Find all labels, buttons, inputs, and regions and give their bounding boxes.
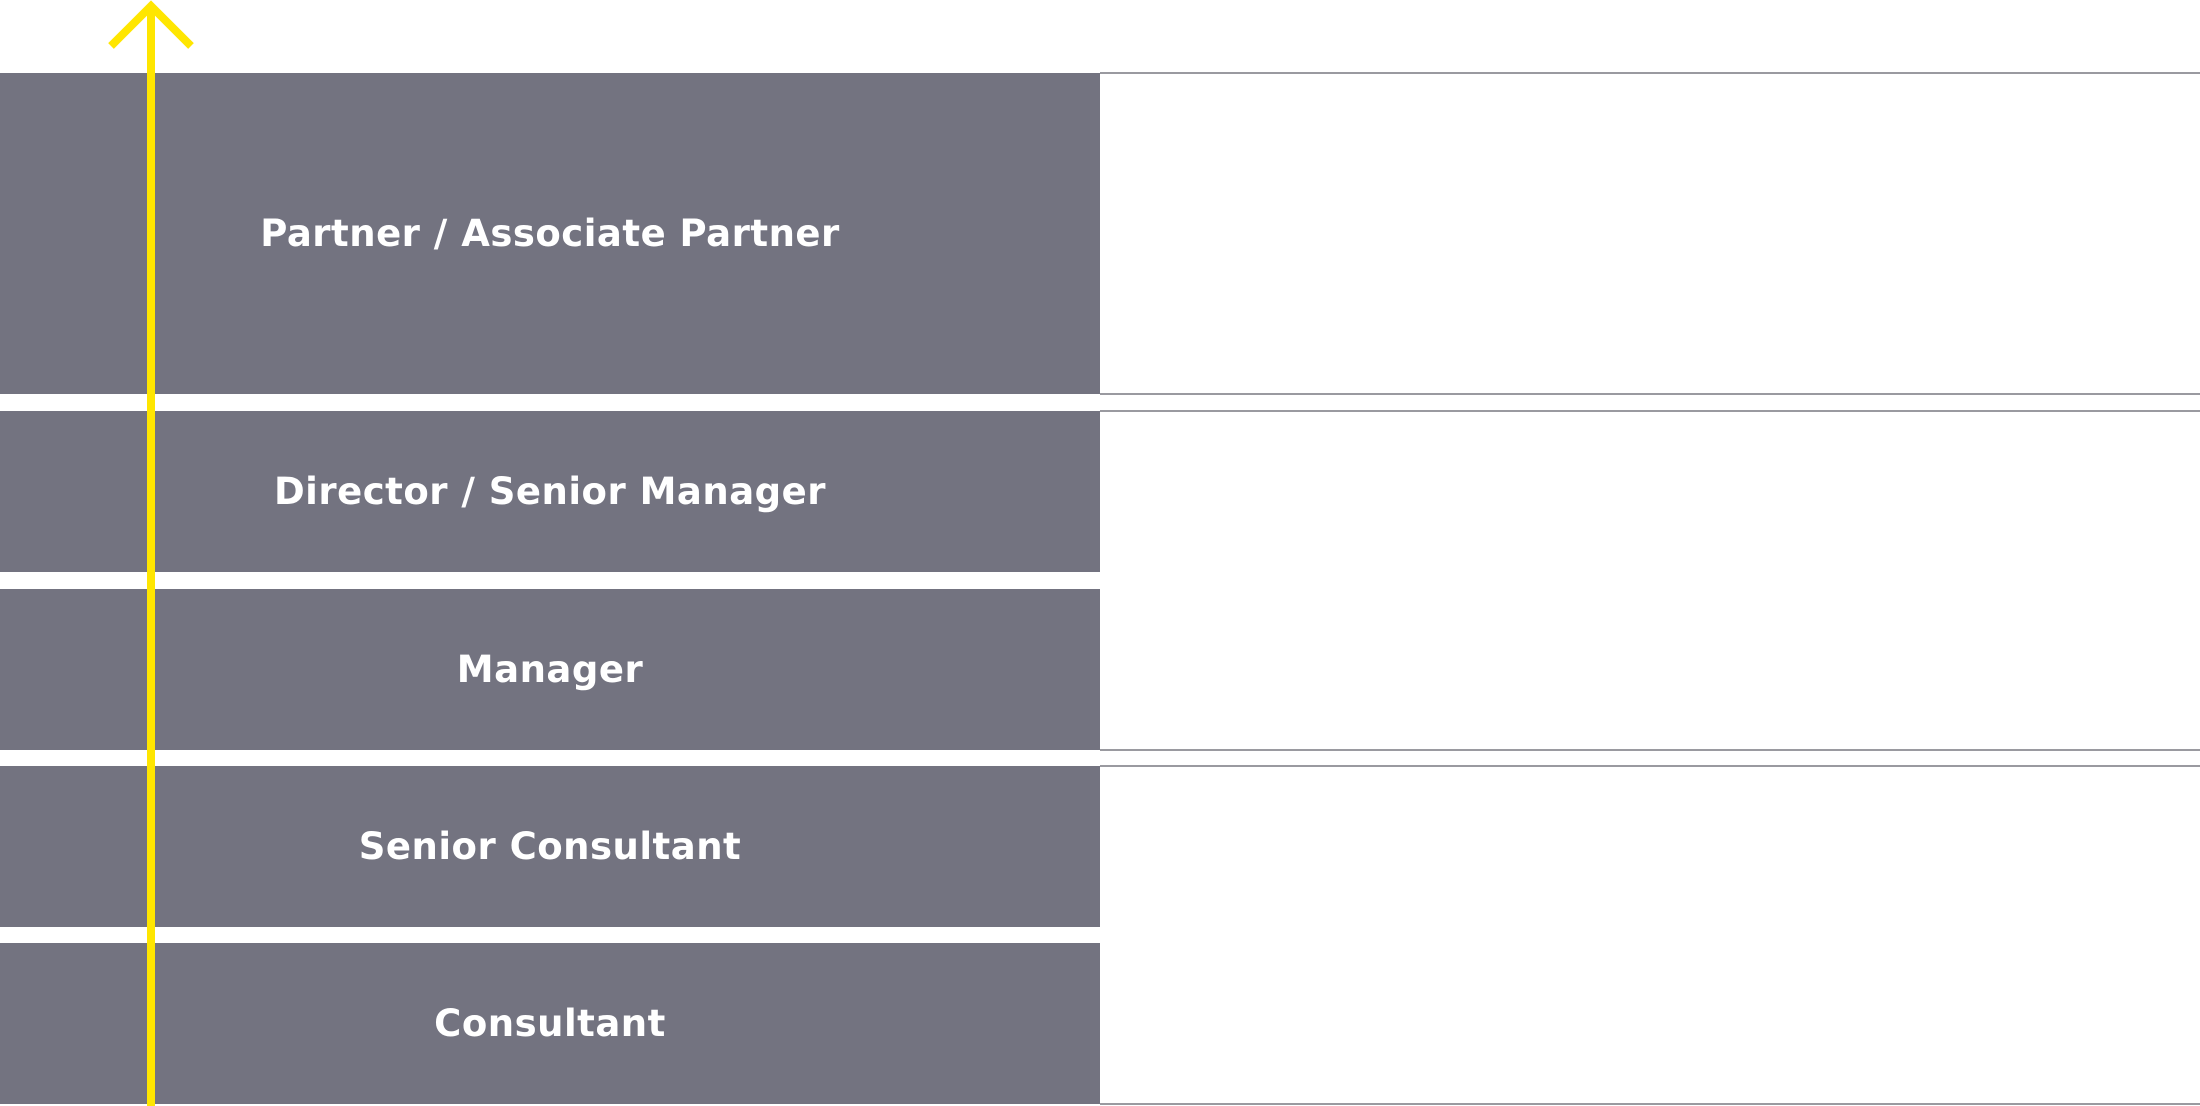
section-divider <box>1100 749 2200 751</box>
level-label: Partner / Associate Partner <box>260 212 840 255</box>
arrow-head <box>108 0 194 49</box>
section-divider <box>1100 72 2200 74</box>
level-senior-consultant: Senior Consultant <box>0 766 1100 927</box>
level-partner: Partner / Associate Partner <box>0 73 1100 394</box>
level-director: Director / Senior Manager <box>0 411 1100 572</box>
level-label: Director / Senior Manager <box>273 470 827 513</box>
section-divider <box>1100 410 2200 412</box>
level-label: Manager <box>456 648 644 691</box>
section-divider <box>1100 765 2200 767</box>
level-label: Senior Consultant <box>358 825 742 868</box>
level-label: Consultant <box>434 1002 666 1045</box>
section-divider <box>1100 1103 2200 1105</box>
level-manager: Manager <box>0 589 1100 750</box>
level-consultant: Consultant <box>0 943 1100 1104</box>
section-divider <box>1100 393 2200 395</box>
